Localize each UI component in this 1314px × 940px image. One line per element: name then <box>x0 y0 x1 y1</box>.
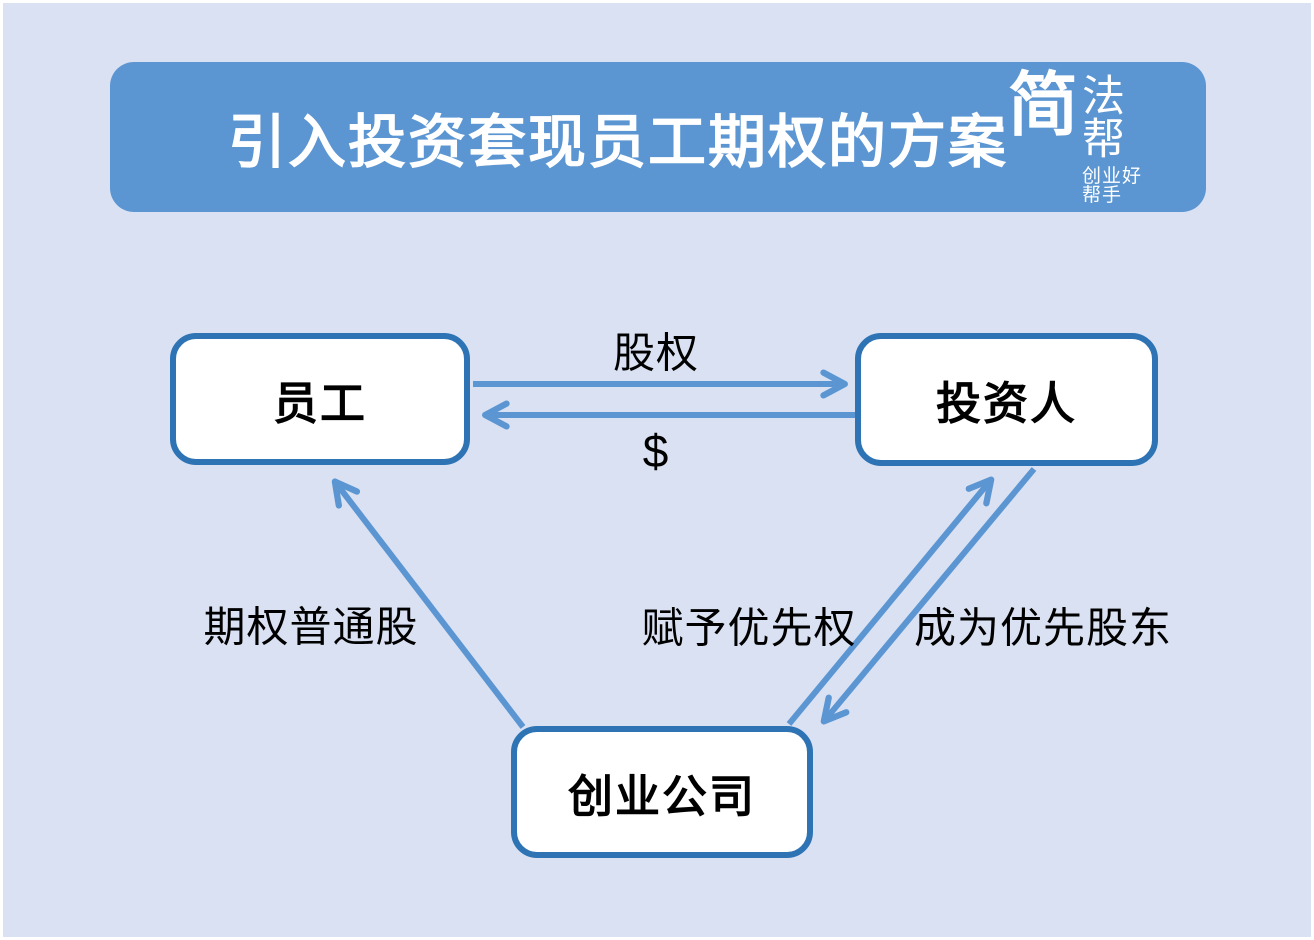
brand-logo-tagline: 创业好帮手 <box>1082 165 1143 206</box>
node-employee: 员工 <box>170 333 470 465</box>
brand-logo-main-character: 简 <box>1008 65 1079 144</box>
node-investor-label: 投资人 <box>935 378 1077 429</box>
edge-label-become-preferred-shareholder: 成为优先股东 <box>913 604 1173 652</box>
page-title: 引入投资套现员工期权的方案 <box>228 110 1009 175</box>
edge-label-grant-priority-rights: 赋予优先权 <box>641 604 857 652</box>
node-startup: 创业公司 <box>511 726 813 858</box>
edge-label-option-common-shares: 期权普通股 <box>203 603 419 651</box>
edge-label-equity: 股权 <box>612 329 700 377</box>
brand-logo-name: 法帮 <box>1082 72 1128 164</box>
node-investor: 投资人 <box>855 333 1158 466</box>
node-startup-label: 创业公司 <box>567 770 756 822</box>
brand-logo: 简 法帮 创业好帮手 <box>1008 70 1156 205</box>
title-banner: 引入投资套现员工期权的方案 简 法帮 创业好帮手 <box>110 62 1206 212</box>
node-employee-label: 员工 <box>272 377 367 429</box>
edge-label-money: $ <box>642 425 670 477</box>
